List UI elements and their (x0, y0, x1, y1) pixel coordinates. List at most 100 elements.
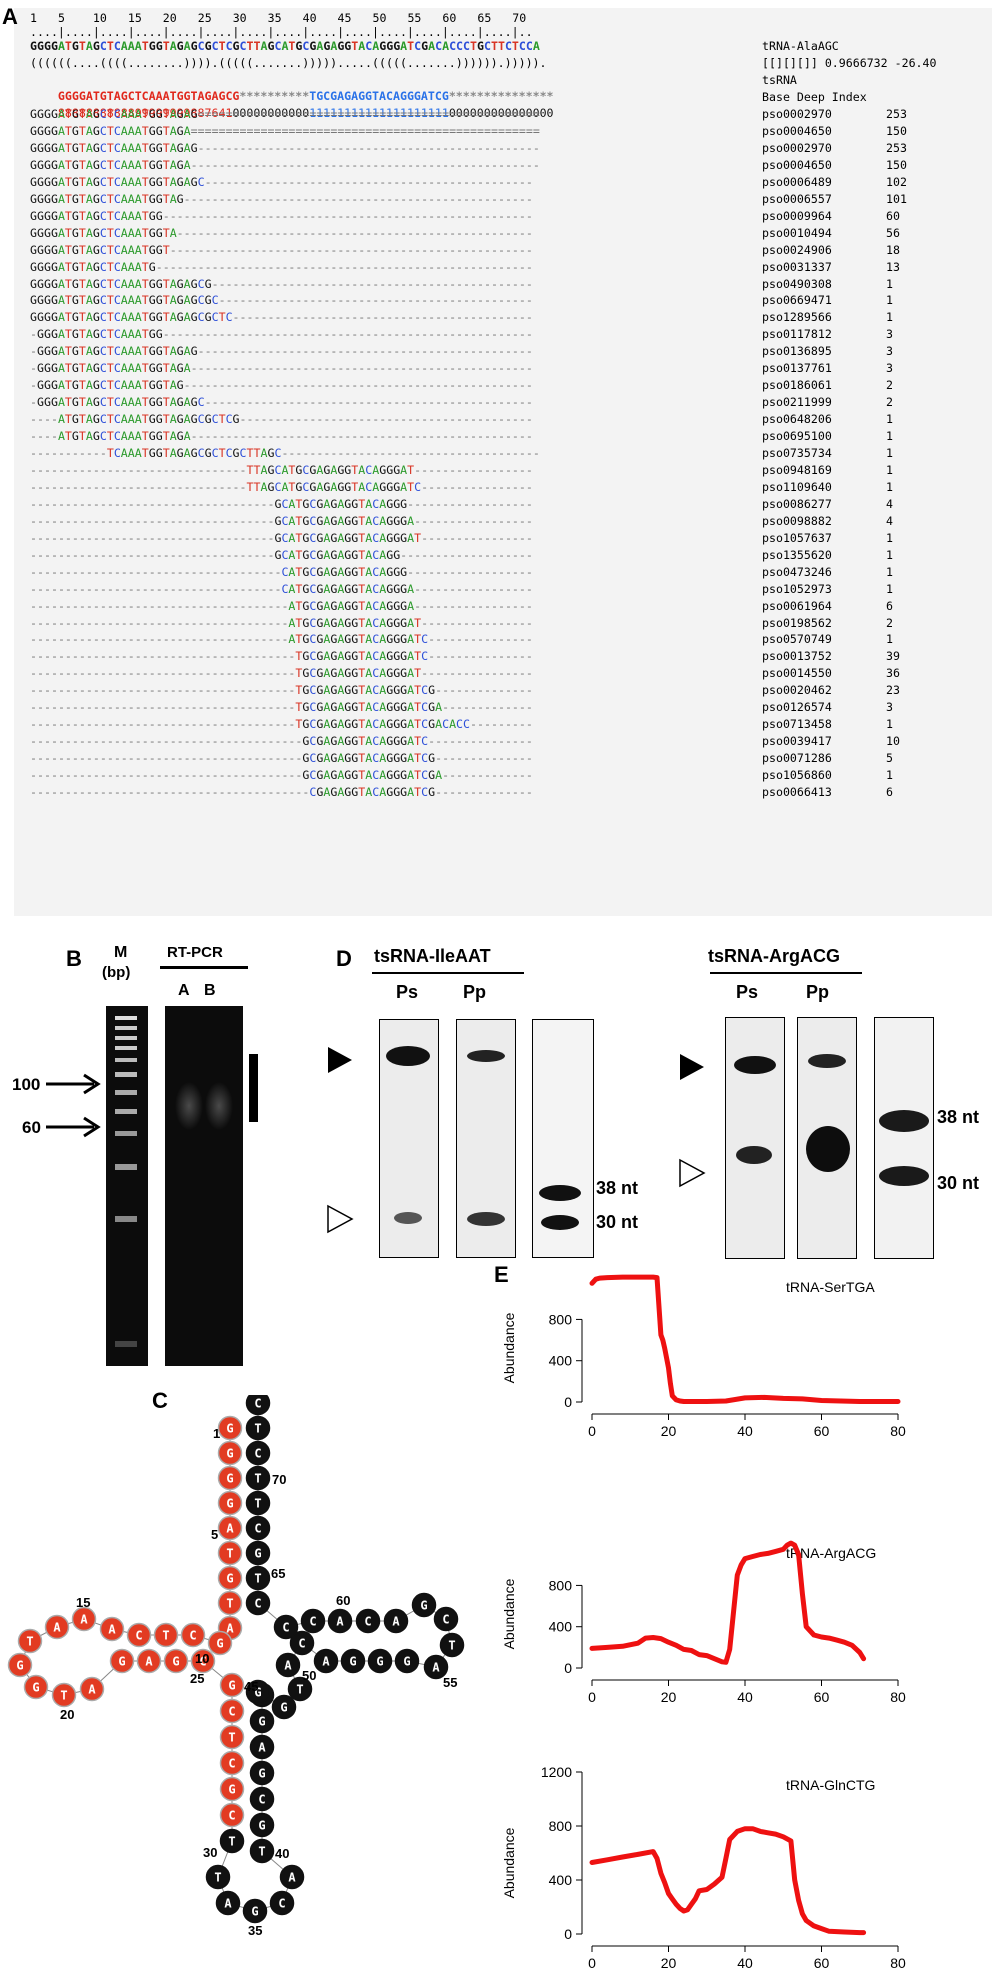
svg-text:A: A (258, 1741, 266, 1755)
svg-text:C: C (228, 1705, 235, 1719)
read-count: 1 (886, 717, 893, 732)
svg-text:A: A (284, 1659, 292, 1673)
read-sequence: GGGGATGTAGCTCAAATGGTA-------------------… (30, 225, 533, 240)
position-number-label: 5 (211, 1527, 218, 1542)
right-pp-label: Pp (806, 982, 830, 1002)
svg-text:G: G (258, 1715, 265, 1729)
read-count: 1 (886, 462, 893, 477)
tsrna-nucleotide: C (219, 1802, 245, 1828)
svg-text:A: A (288, 1871, 296, 1885)
read-sequence: -----------------------------------GCATG… (30, 530, 533, 545)
read-id: pso0648206 (762, 412, 832, 427)
svg-text:A: A (53, 1621, 61, 1635)
y-tick-label: 800 (549, 1311, 573, 1327)
depth-zero-segment-1: 00000000000 (232, 106, 310, 120)
tsrna-stars-2: *************** (448, 89, 554, 103)
read-count: 1 (886, 564, 893, 579)
argacg-ps-blot (725, 1017, 785, 1259)
svg-text:G: G (226, 1447, 233, 1461)
nucleotide: C (273, 1614, 299, 1640)
nucleotide: A (423, 1654, 449, 1680)
nucleotide: C (245, 1440, 271, 1466)
nucleotide: T (287, 1676, 313, 1702)
nucleotide: T (245, 1465, 271, 1491)
tsrna-nucleotide: G (217, 1440, 243, 1466)
svg-text:G: G (226, 1472, 233, 1486)
read-sequence: GGGGATGTAGCTCAAATGGTAGA-----------------… (30, 157, 540, 172)
nucleotide: G (245, 1679, 271, 1705)
argacg-marker-blot (874, 1017, 934, 1259)
read-count: 1 (886, 581, 893, 596)
nucleotide: C (355, 1608, 381, 1634)
read-id: pso0198562 (762, 615, 832, 630)
position-number-label: 55 (443, 1675, 457, 1690)
nucleotide: A (313, 1648, 339, 1674)
read-id: pso1355620 (762, 547, 832, 562)
marker-30nt-band (879, 1166, 929, 1186)
tsrna-nucleotide: C (190, 1648, 216, 1674)
svg-text:C: C (189, 1629, 196, 1643)
read-count: 2 (886, 378, 893, 393)
y-tick-label: 800 (549, 1577, 573, 1593)
read-count: 6 (886, 598, 893, 613)
read-id: pso0002970 (762, 107, 832, 121)
tsrna-nucleotide: T (217, 1540, 243, 1566)
ruler-number: 25 (197, 11, 212, 25)
svg-text:G: G (280, 1701, 287, 1715)
arrow-100-icon (46, 1073, 101, 1095)
read-count: 3 (886, 344, 893, 359)
svg-text:A: A (88, 1683, 96, 1697)
read-id: pso0020462 (762, 683, 832, 698)
read-id: pso0490308 (762, 276, 832, 291)
read-count: 36 (886, 666, 900, 681)
read-sequence: GGGGATGTAGCTCAAATGGTAGAGCGCTC-----------… (30, 310, 533, 325)
read-id: pso0126574 (762, 700, 832, 715)
svg-text:T: T (162, 1629, 169, 1643)
right-ps-label: Ps (736, 982, 759, 1002)
nucleotide: G (249, 1812, 275, 1838)
nucleotide: G (367, 1648, 393, 1674)
nucleotide: G (245, 1540, 271, 1566)
read-sequence: ----ATGTAGCTCAAATGGTAGAGCGCTCG----------… (30, 412, 533, 427)
tsrna-line: GGGGATGTAGCTCAAATGGTAGAGCG**********TGCG… (30, 72, 554, 103)
nucleotide: C (249, 1786, 275, 1812)
svg-text:G: G (258, 1819, 265, 1833)
svg-text:A: A (80, 1613, 88, 1627)
position-number-label: 50 (302, 1668, 316, 1683)
nucleotide: A (327, 1608, 353, 1634)
read-count: 4 (886, 496, 893, 511)
read-sequence: -----------------------------------GCATG… (30, 547, 533, 562)
x-tick-label: 0 (588, 1955, 596, 1971)
read-count: 4 (886, 513, 893, 528)
tsrna-nucleotide: G (23, 1674, 49, 1700)
x-tick-label: 0 (588, 1689, 596, 1705)
position-number-label: 65 (271, 1566, 285, 1581)
position-number-label: 70 (272, 1472, 286, 1487)
read-id: pso0004650 (762, 123, 832, 138)
ruler-number: 10 (92, 11, 107, 25)
read-count: 56 (886, 225, 900, 240)
read-id: pso0098882 (762, 513, 832, 528)
lane-a-label: A (178, 982, 190, 999)
read-count: 1 (886, 768, 893, 783)
y-axis-label: Abundance (501, 1578, 517, 1649)
position-number-label: 20 (60, 1707, 74, 1722)
nucleotide: A (249, 1734, 275, 1760)
tsrna-nucleotide: A (99, 1616, 125, 1642)
marker-unit-label: (bp) (102, 964, 131, 981)
tsrna-nucleotide: C (180, 1622, 206, 1648)
right-30nt-label: 30 nt (937, 1173, 980, 1193)
tsrna-nucleotide: G (219, 1776, 245, 1802)
read-count: 6 (886, 785, 893, 799)
read-sequence: ---------------------------------------G… (30, 768, 533, 783)
panel-e-letter: E (494, 1262, 509, 1287)
position-number-label: 25 (190, 1671, 204, 1686)
nucleotide: T (245, 1415, 271, 1441)
read-sequence: -GGGATGTAGCTCAAATGGTAG------------------… (30, 378, 533, 393)
marker-ladder-bands (115, 1016, 137, 1347)
depth-blue-segment: 11111111111111111111 (309, 106, 449, 120)
right-blot-title: tsRNA-ArgACG (708, 946, 840, 966)
svg-text:G: G (16, 1659, 23, 1673)
